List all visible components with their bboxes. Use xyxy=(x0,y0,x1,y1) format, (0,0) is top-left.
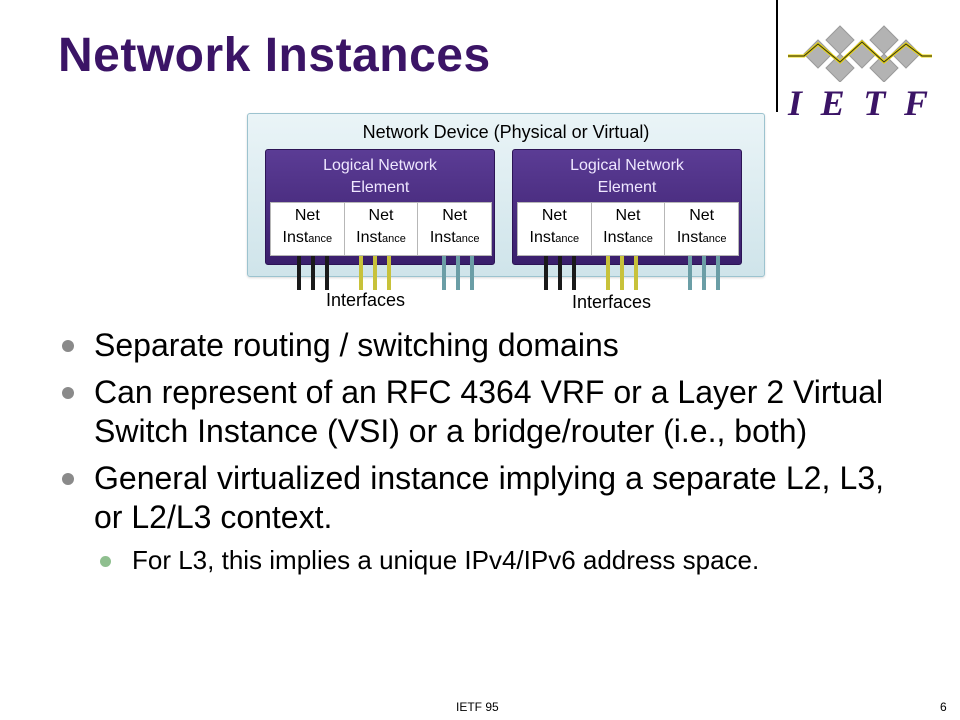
net-instance-top: Net xyxy=(689,207,715,224)
inst-small: ance xyxy=(381,233,406,245)
inst-big: Inst xyxy=(529,229,556,246)
net-instance-top: Net xyxy=(368,207,394,224)
net-instance-row: Net Instance Net Instance Net Instance xyxy=(517,202,739,256)
inst-small: ance xyxy=(702,233,727,245)
net-instance: Net Instance xyxy=(665,203,738,255)
sub-bullet-item: For L3, this implies a unique IPv4/IPv6 … xyxy=(58,545,832,576)
bullet-item: Separate routing / switching domains xyxy=(58,326,918,365)
ietf-logo: I E T F xyxy=(782,18,934,123)
inst-big: Inst xyxy=(603,229,629,246)
net-instance-top: Net xyxy=(541,207,567,224)
inst-small: ance xyxy=(555,233,580,245)
net-instance-bottom: Instance xyxy=(592,227,665,250)
lne-label-line1: Logical Network xyxy=(323,157,437,174)
logical-network-element-label: Logical Network Element xyxy=(513,155,741,199)
logical-network-element: Logical Network Element Net Instance Net… xyxy=(512,149,742,265)
page-number: 6 xyxy=(940,700,947,714)
net-instance-bottom: Instance xyxy=(518,227,591,250)
net-instance: Net Instance xyxy=(271,203,345,255)
logical-network-element: Logical Network Element Net Instance Net… xyxy=(265,149,495,265)
logo-letter: F xyxy=(903,83,928,123)
inst-big: Inst xyxy=(356,229,382,246)
inst-big: Inst xyxy=(282,229,309,246)
network-device-box: Network Device (Physical or Virtual) Log… xyxy=(247,113,765,277)
bullet-list: Separate routing / switching domains Can… xyxy=(58,326,918,576)
interfaces-label: Interfaces xyxy=(326,290,406,310)
inst-small: ance xyxy=(455,233,480,245)
logical-network-element-label: Logical Network Element xyxy=(266,155,494,199)
net-instance-top: Net xyxy=(615,207,641,224)
bullet-item: Can represent of an RFC 4364 VRF or a La… xyxy=(58,373,918,451)
net-instance-bottom: Instance xyxy=(418,227,491,250)
lne-label-line2: Element xyxy=(597,179,657,196)
interfaces-label: Interfaces xyxy=(572,292,652,312)
inst-big: Inst xyxy=(676,229,703,246)
net-instance-bottom: Instance xyxy=(665,227,738,250)
net-instance: Net Instance xyxy=(518,203,592,255)
net-instance: Net Instance xyxy=(418,203,491,255)
slide-title: Network Instances xyxy=(58,29,491,82)
interface-wires xyxy=(297,256,720,290)
ietf-logo-graphic xyxy=(788,25,932,83)
net-instance: Net Instance xyxy=(592,203,666,255)
net-instance-bottom: Instance xyxy=(271,227,344,250)
footer-center: IETF 95 xyxy=(456,700,499,714)
net-instance-top: Net xyxy=(294,207,320,224)
network-device-label: Network Device (Physical or Virtual) xyxy=(362,122,650,142)
inst-big: Inst xyxy=(429,229,456,246)
ietf-wordmark: I E T F xyxy=(782,82,934,124)
lne-label-line1: Logical Network xyxy=(570,157,684,174)
net-instance-top: Net xyxy=(442,207,468,224)
net-instance: Net Instance xyxy=(345,203,419,255)
inst-small: ance xyxy=(628,233,653,245)
logo-letter: I xyxy=(788,83,803,123)
lne-label-line2: Element xyxy=(350,179,410,196)
logo-letter: E xyxy=(820,83,845,123)
inst-small: ance xyxy=(308,233,333,245)
net-instance-bottom: Instance xyxy=(345,227,418,250)
logo-letter: T xyxy=(863,83,886,123)
net-instance-row: Net Instance Net Instance Net Instance xyxy=(270,202,492,256)
bullet-item: General virtualized instance implying a … xyxy=(58,459,884,537)
header-divider xyxy=(776,0,778,112)
